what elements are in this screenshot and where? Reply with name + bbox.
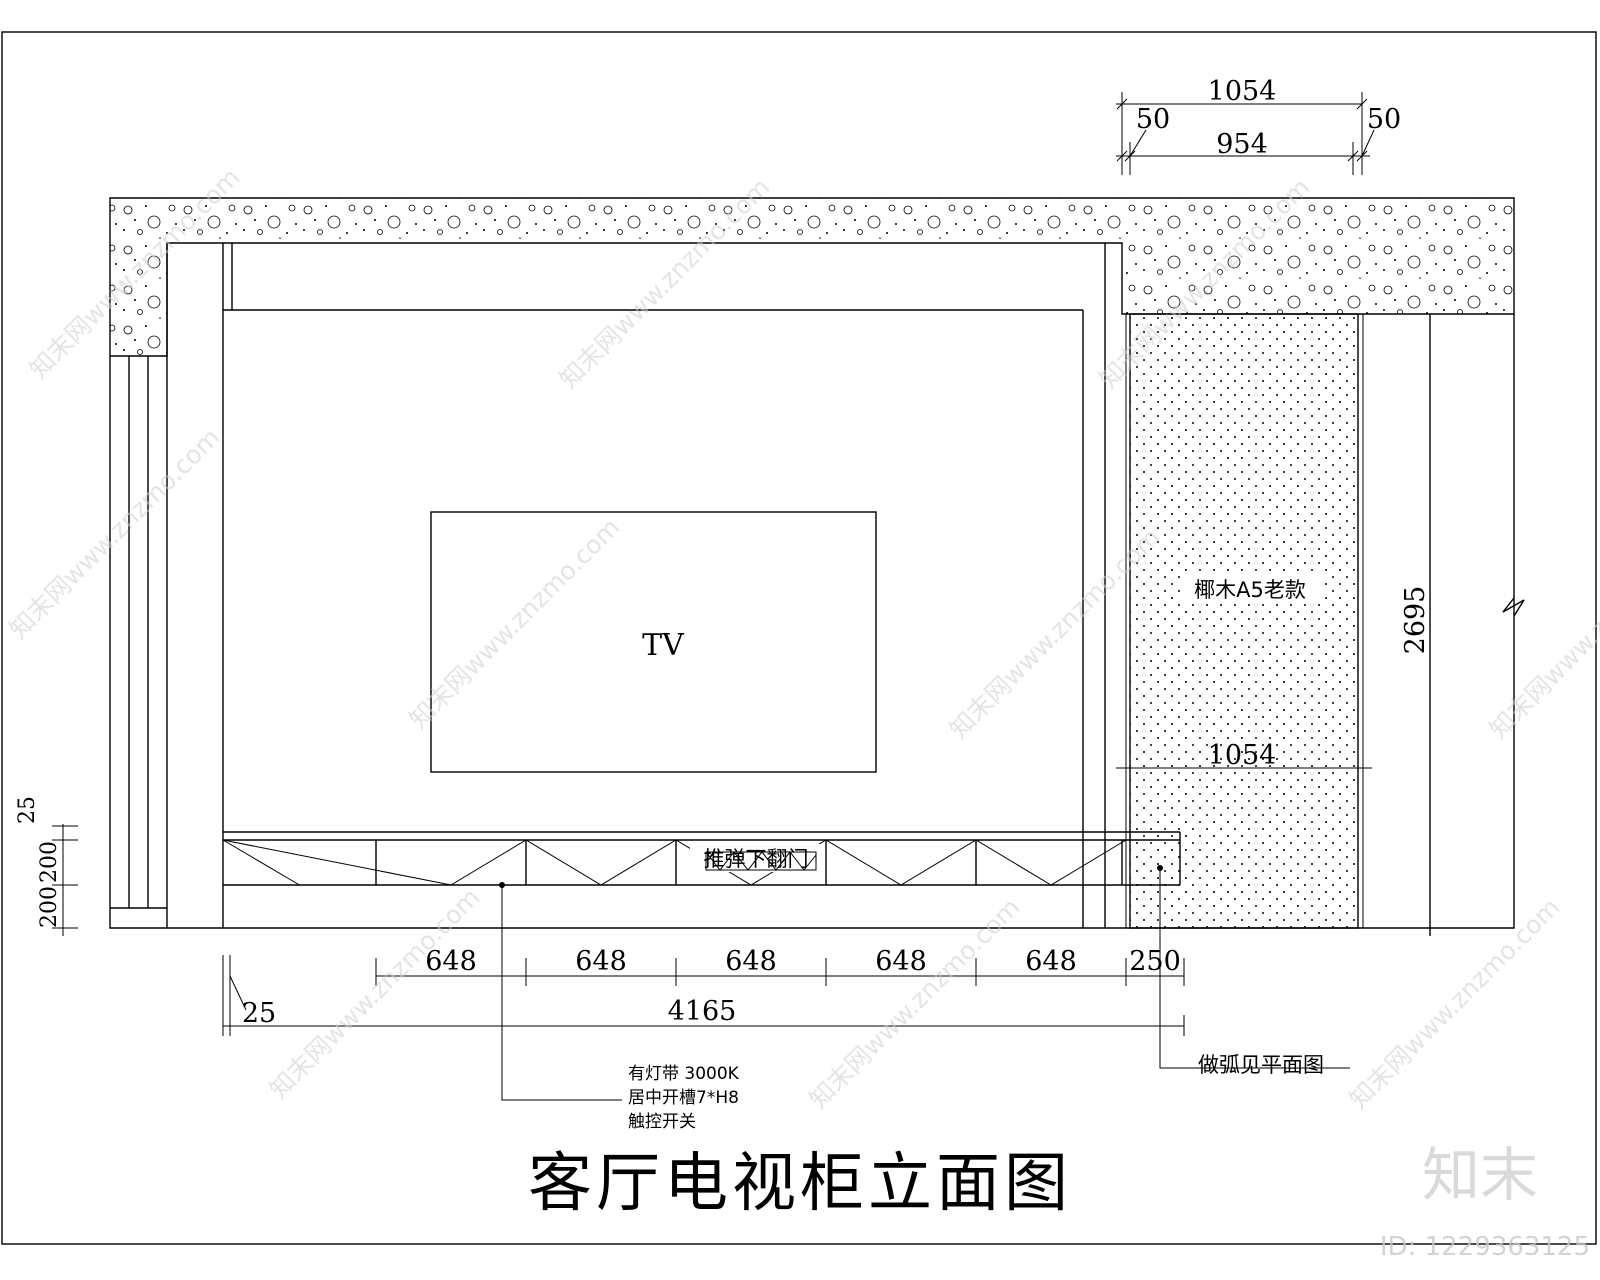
leaders bbox=[499, 865, 1350, 1101]
dim-top-right-gap: 50 bbox=[1367, 104, 1401, 135]
sheet-border bbox=[1, 31, 1597, 1245]
dim-cabinet-segment: 648 bbox=[875, 946, 927, 977]
dim-top-left-gap: 50 bbox=[1136, 104, 1170, 135]
dim-cabinet-total: 4165 bbox=[668, 996, 737, 1027]
left-column bbox=[166, 243, 233, 928]
tv-cabinet bbox=[222, 831, 1181, 886]
dim-left-offset: 25 bbox=[242, 998, 276, 1029]
dim-cabinet-segment: 250 bbox=[1129, 946, 1181, 977]
watermark-brand: 知末 bbox=[1422, 1141, 1538, 1209]
svg-text:知末网www.znzmo.com: 知末网www.znzmo.com bbox=[4, 422, 226, 644]
note-lighting-2: 居中开槽7*H8 bbox=[628, 1088, 739, 1108]
note-lighting-1: 有灯带 3000K bbox=[628, 1064, 740, 1084]
material-label: 椰木A5老款 bbox=[1194, 578, 1306, 602]
svg-text:知末网www.znzmo.com: 知末网www.znzmo.com bbox=[404, 512, 626, 734]
note-lighting-3: 触控开关 bbox=[628, 1112, 696, 1132]
drawing-title: 客厅电视柜立面图 bbox=[528, 1147, 1072, 1221]
dim-top-total: 1054 bbox=[1208, 76, 1277, 107]
svg-text:知末网www.znzmo.com: 知末网www.znzmo.com bbox=[264, 882, 486, 1104]
left-vertical-dimensions bbox=[52, 824, 78, 936]
dim-left-200-a: 200 bbox=[37, 841, 62, 883]
right-wall bbox=[1429, 314, 1525, 936]
left-strip bbox=[110, 356, 167, 909]
dim-top-inner: 954 bbox=[1216, 129, 1268, 160]
dim-cabinet-segment: 648 bbox=[425, 946, 477, 977]
top-dimensions bbox=[1116, 92, 1375, 175]
dim-cabinet-segment: 648 bbox=[1025, 946, 1077, 977]
flap-door-hatch bbox=[705, 851, 817, 871]
back-panel bbox=[223, 243, 1106, 928]
dim-cabinet-segment: 648 bbox=[575, 946, 627, 977]
cabinet-zigzag bbox=[222, 839, 1127, 886]
wood-panel bbox=[1129, 313, 1359, 929]
dim-cabinet-segment: 648 bbox=[725, 946, 777, 977]
bottom-dimensions bbox=[222, 955, 1185, 1036]
svg-text:知末网www.znzmo.com: 知末网www.znzmo.com bbox=[804, 892, 1026, 1114]
svg-text:知末网www.znzmo.com: 知末网www.znzmo.com bbox=[1484, 522, 1600, 744]
dim-height: 2695 bbox=[1400, 586, 1431, 655]
wall-outline bbox=[109, 314, 1515, 929]
flap-door-label-bg bbox=[690, 844, 822, 872]
material-label-bg bbox=[1180, 574, 1322, 604]
dim-left-200-b: 200 bbox=[37, 886, 62, 928]
svg-text:知末网www.znzmo.com: 知末网www.znzmo.com bbox=[1344, 892, 1566, 1114]
note-arc: 做弧见平面图 bbox=[1198, 1053, 1324, 1077]
tv-screen bbox=[430, 511, 877, 773]
dim-panel-width: 1054 bbox=[1208, 740, 1277, 771]
tv-label: TV bbox=[642, 628, 685, 663]
dim-left-25: 25 bbox=[15, 796, 40, 824]
watermark-id: ID: 1229363125 bbox=[1380, 1232, 1590, 1262]
